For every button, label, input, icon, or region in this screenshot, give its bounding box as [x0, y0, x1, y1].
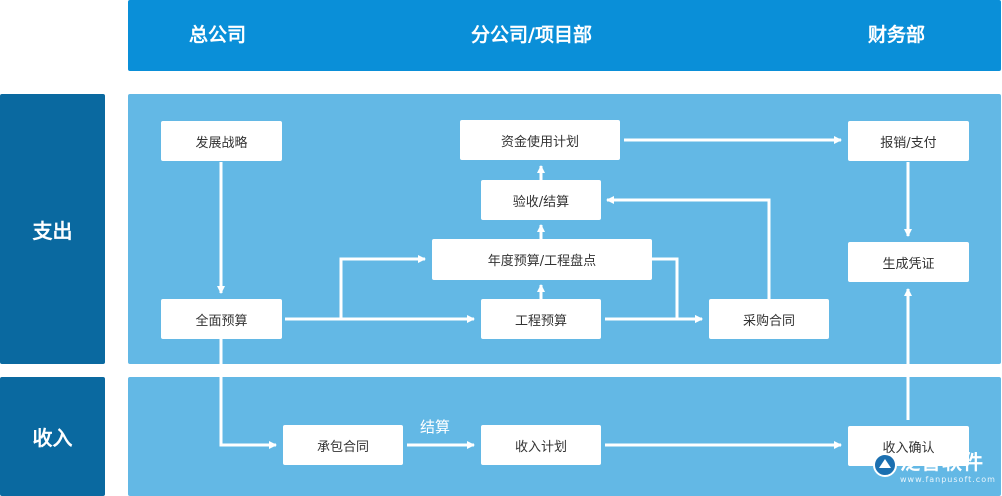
node-income-plan: 收入计划 — [481, 425, 601, 465]
section-income-label: 收入 — [0, 377, 105, 496]
header-head-office: 总公司 — [189, 24, 247, 46]
node-dev-strategy: 发展战略 — [161, 121, 282, 161]
arrow-budget-to-annual — [339, 255, 426, 319]
header-branch: 分公司/项目部 — [471, 24, 592, 46]
node-project-budget: 工程预算 — [481, 299, 601, 339]
node-acceptance: 验收/结算 — [481, 180, 601, 220]
node-purchase-contract: 采购合同 — [709, 299, 829, 339]
logo-icon — [873, 453, 897, 477]
node-subcontract: 承包合同 — [283, 425, 403, 465]
node-full-budget: 全面预算 — [161, 299, 282, 339]
arrow-purchase-to-acceptance — [606, 196, 771, 299]
section-expense-label: 支出 — [0, 94, 105, 364]
header-finance: 财务部 — [868, 24, 926, 46]
brand-logo: 泛普软件 www.fanpusoft.com — [872, 446, 996, 484]
header-bar — [128, 0, 1001, 71]
logo-url: www.fanpusoft.com — [900, 475, 996, 484]
node-reimburse: 报销/支付 — [848, 121, 969, 161]
node-voucher: 生成凭证 — [848, 242, 969, 282]
logo-name: 泛普软件 — [900, 450, 984, 474]
arrow-annual-to-purchase — [651, 257, 703, 323]
node-fund-plan: 资金使用计划 — [460, 120, 620, 160]
edge-label-settlement: 结算 — [420, 418, 451, 436]
arrow-budget-to-subcontract — [219, 339, 277, 449]
node-income-confirm: 收入确认 — [848, 426, 969, 466]
node-annual-budget: 年度预算/工程盘点 — [432, 239, 652, 280]
